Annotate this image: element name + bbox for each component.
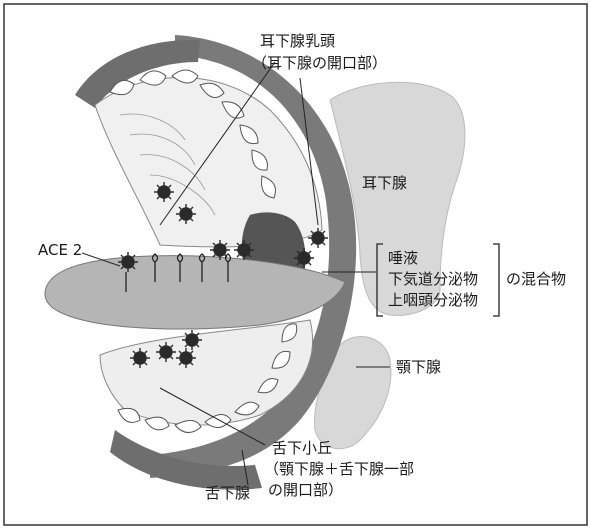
virus-icon [176,204,196,224]
virus-icon [308,228,328,248]
label-parotid-papilla: 耳下腺乳頭 [260,32,335,50]
virus-icon [182,330,202,350]
label-caruncle-detail-2: の開口部） [268,481,343,499]
virus-icon [234,240,254,260]
label-submandibular-gland: 顎下腺 [396,358,441,376]
label-nasopharynx: 上咽頭分泌物 [388,291,478,309]
label-parotid-gland: 耳下腺 [362,174,407,192]
label-caruncle-detail-1: （顎下腺＋舌下腺一部 [264,460,414,478]
virus-icon [130,348,150,368]
virus-icon [176,348,196,368]
virus-icon [294,248,314,268]
label-mixture: の混合物 [506,270,566,288]
label-parotid-opening: （耳下腺の開口部） [252,54,387,72]
label-lower-airway: 下気道分泌物 [388,270,478,288]
virus-icon [156,342,176,362]
label-sublingual-gland: 舌下腺 [205,484,250,502]
label-saliva: 唾液 [388,249,418,267]
label-ace2: ACE 2 [38,241,82,259]
virus-icon [210,240,230,260]
virus-icon [154,182,174,202]
label-sublingual-caruncle: 舌下小丘 [272,439,332,457]
virus-icon [118,252,138,272]
